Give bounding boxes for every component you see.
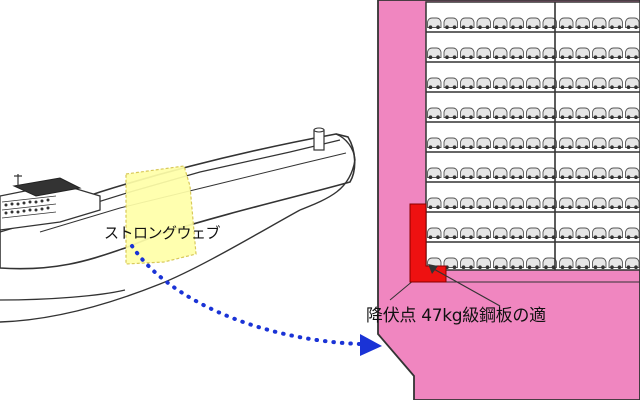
bow-post: [313, 127, 325, 151]
bulbous-bow: [335, 133, 356, 161]
steel-plate-label: 降伏点 47kg級鋼板の適: [366, 306, 546, 326]
ship-deck-edge-2: [39, 152, 347, 233]
strong-web-highlight: [125, 165, 197, 265]
deck-lines: [426, 2, 640, 270]
ship-waterline: [0, 289, 126, 301]
steel-plate-leader-head: [428, 264, 438, 274]
steel-plate-highlight: [409, 203, 447, 283]
pointer-arrow: [130, 244, 362, 346]
strong-web-label: ストロングウェブ: [104, 224, 221, 242]
ship-bow-line: [299, 159, 356, 211]
hull-cross-section: [377, 0, 640, 400]
steel-plate-leader: [431, 267, 501, 307]
ship-keel-line: [0, 209, 301, 323]
ship-side-view: [0, 127, 356, 323]
car-rows: [426, 2, 640, 270]
bridge-superstructure: [0, 174, 101, 231]
pointer-arrowhead: [360, 334, 382, 356]
